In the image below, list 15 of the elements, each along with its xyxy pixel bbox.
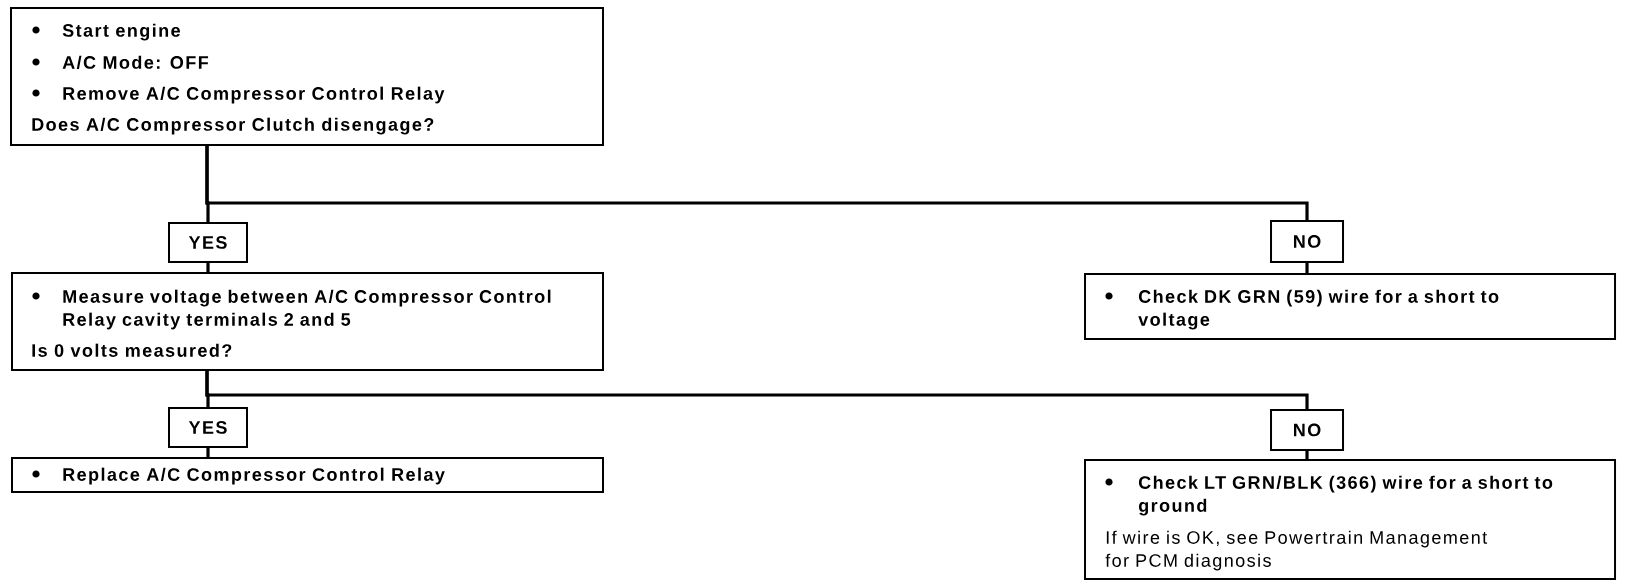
connector-line	[205, 371, 1309, 409]
branch-box: YES	[168, 222, 248, 263]
step-box: Measure voltage between A/C Compressor Control Relay cavity terminals 2 and 5 Is 0 volts measured?	[11, 272, 604, 371]
branch-box: NO	[1270, 409, 1344, 451]
branch-box: YES	[168, 407, 248, 448]
connector-line	[206, 448, 210, 457]
connector-line	[206, 263, 210, 272]
connector-line	[205, 146, 1309, 220]
step-box: Replace A/C Compressor Control Relay	[11, 457, 604, 493]
step-box: Check DK GRN (59) wire for a short to voltage	[1084, 273, 1616, 340]
connector-line	[1305, 451, 1309, 459]
step-box: Start engine A/C Mode: OFF Remove A/C Compressor Control Relay Does A/C Compressor Clutch disengage?	[10, 7, 604, 146]
connector-line	[1305, 263, 1309, 273]
step-box: Check LT GRN/BLK (366) wire for a short to ground If wire is OK, see Powertrain Management for PCM diagnosis	[1084, 459, 1616, 580]
branch-box: NO	[1270, 220, 1344, 263]
